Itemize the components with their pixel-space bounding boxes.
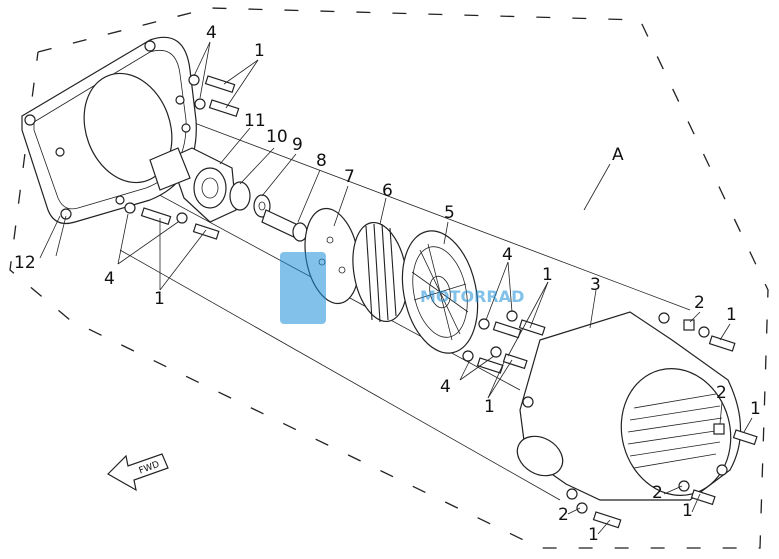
callout-1-bottom-right: 1: [682, 501, 693, 521]
callout-1-right-mid: 1: [750, 399, 761, 419]
callout-1-middle-top: 1: [542, 265, 553, 285]
callout-1-lower-left: 1: [154, 289, 165, 309]
callout-3: 3: [590, 275, 601, 295]
callout-2-right-mid: 2: [716, 383, 727, 403]
right-leader-lines: [39, 215, 753, 535]
callout-8: 8: [316, 151, 327, 171]
callout-1-right-top: 1: [726, 305, 737, 325]
backplate-gasket: [21, 36, 197, 225]
callout-9: 9: [292, 135, 303, 155]
bolt-set-right: [576, 319, 758, 529]
callout-11: 11: [244, 111, 266, 131]
callout-1-middle-bottom: 1: [484, 397, 495, 417]
callout-1-top: 1: [254, 41, 265, 61]
callout-4-middle-top: 4: [502, 245, 513, 265]
callout-12: 12: [14, 253, 36, 273]
callout-4-top: 4: [206, 23, 217, 43]
callout-6: 6: [382, 181, 393, 201]
callout-2-bottom-right: 2: [652, 483, 663, 503]
impeller-fan: [352, 221, 408, 323]
dashed-enclosure: [9, 7, 769, 549]
blower-shroud: [516, 311, 742, 501]
callout-1-bottom: 1: [588, 525, 599, 545]
callout-10: 10: [266, 127, 288, 147]
watermark-logo: MOTORRAD: [280, 252, 524, 324]
bolt-set-upper-left: [188, 74, 240, 118]
fan-wheel: [401, 230, 479, 354]
callout-5: 5: [444, 203, 455, 223]
callout-2-right-top: 2: [694, 293, 705, 313]
callout-2-bottom: 2: [558, 505, 569, 525]
callout-A: A: [612, 145, 624, 165]
o-ring: [229, 181, 251, 211]
callout-4-lower-left: 4: [104, 269, 115, 289]
callout-4-middle-bottom: 4: [440, 377, 451, 397]
bearing-housing: [149, 147, 237, 223]
bolt-set-lower-left: [124, 202, 220, 240]
shaft-bolt: [261, 209, 308, 242]
leader-lines: [55, 41, 611, 399]
forward-direction-arrow: FWD: [107, 453, 169, 492]
callout-7: 7: [344, 167, 355, 187]
watermark-text: MOTORRAD: [420, 287, 524, 306]
